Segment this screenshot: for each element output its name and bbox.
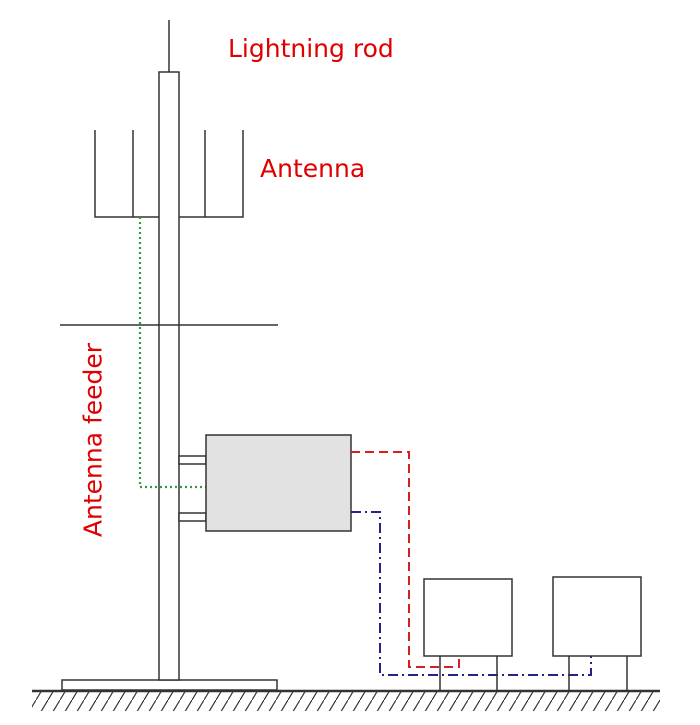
ground-hatching	[32, 691, 660, 711]
lower-bracket	[178, 512, 207, 522]
ground-cabinet-2	[552, 576, 642, 691]
cabinet-2-body	[552, 576, 642, 657]
tower-base-plate	[61, 679, 278, 691]
antenna-right-frame	[179, 130, 244, 218]
red-cable	[351, 451, 460, 668]
antenna-array	[94, 130, 244, 218]
antenna-feeder-label: Antenna feeder	[78, 342, 108, 538]
equipment-brackets	[178, 455, 207, 522]
tower-mast	[158, 71, 180, 681]
ground-cabinet-1	[423, 578, 513, 691]
blue-cable	[351, 511, 592, 676]
upper-bracket	[178, 455, 207, 465]
ground	[32, 689, 660, 711]
lightning-rod-label: Lightning rod	[228, 34, 394, 63]
cabinet-1-body	[423, 578, 513, 657]
tower-equipment-box	[205, 434, 352, 532]
antenna-left-frame	[94, 130, 159, 218]
antenna-feeder-line	[138, 217, 206, 489]
antenna-label: Antenna	[260, 154, 366, 183]
